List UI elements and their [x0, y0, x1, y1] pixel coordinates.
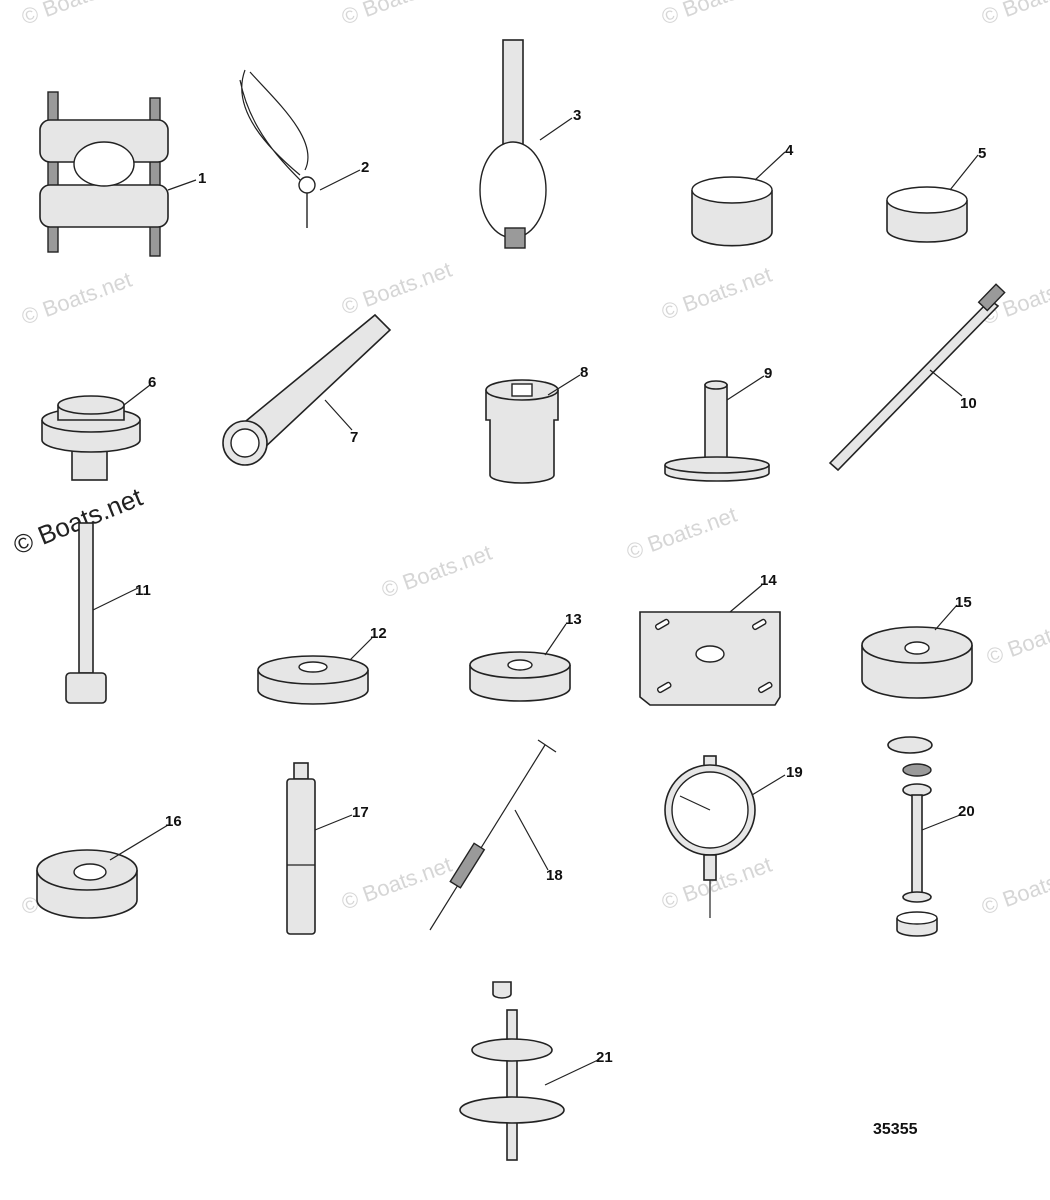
callout-6: 6: [148, 374, 156, 391]
part-12-driver-disc: 12: [257, 625, 387, 705]
part-1-bearing-separator: 1: [39, 91, 206, 257]
callout-14: 14: [760, 572, 777, 589]
part-13-driver-disc: 13: [469, 611, 582, 702]
part-16-driver-disc: 16: [36, 813, 182, 919]
part-20-puller-kit: 20: [887, 736, 975, 937]
part-3-hose-clamp-tool: 3: [479, 39, 581, 249]
part-8-socket: 8: [485, 364, 588, 484]
callout-3: 3: [573, 107, 581, 124]
watermark: © Boats.net: [658, 262, 775, 325]
part-7-spanner-wrench: 7: [222, 313, 392, 466]
figure-number: 35355: [873, 1121, 918, 1138]
callout-21: 21: [596, 1049, 613, 1066]
watermark: © Boats.net: [983, 607, 1050, 670]
watermark-large: © Boats.net: [9, 481, 147, 560]
part-11-driver-rod: 11: [65, 522, 151, 704]
watermark: © Boats.net: [623, 502, 740, 565]
callout-16: 16: [165, 813, 182, 830]
watermark: © Boats.net: [338, 257, 455, 320]
callout-9: 9: [764, 365, 772, 382]
callout-18: 18: [546, 867, 563, 884]
part-14-plate: 14: [639, 572, 781, 706]
callout-2: 2: [361, 159, 369, 176]
callout-10: 10: [960, 395, 977, 412]
part-5-ring: 5: [886, 145, 986, 243]
callout-17: 17: [352, 804, 369, 821]
callout-8: 8: [580, 364, 588, 381]
part-15-driver-block: 15: [861, 594, 973, 699]
watermark: © Boats.net: [18, 0, 135, 30]
callout-1: 1: [198, 170, 206, 187]
part-18-probe: 18: [429, 739, 563, 931]
part-6-driver: 6: [41, 374, 156, 481]
watermark: © Boats.net: [378, 540, 495, 603]
callout-11: 11: [135, 582, 151, 599]
callout-19: 19: [786, 764, 803, 781]
part-10-rod: 10: [828, 283, 1006, 472]
part-2-puller-rope: 2: [239, 69, 369, 228]
callout-13: 13: [565, 611, 582, 628]
part-9-plate-driver: 9: [664, 365, 772, 482]
watermark: © Boats.net: [658, 0, 775, 30]
callout-20: 20: [958, 803, 975, 820]
watermark: © Boats.net: [18, 267, 135, 330]
watermark: © Boats.net: [978, 0, 1050, 30]
callout-4: 4: [785, 142, 794, 159]
part-17-mandrel: 17: [286, 762, 369, 935]
part-4-ring: 4: [691, 142, 794, 247]
watermark: © Boats.net: [338, 0, 455, 30]
callout-15: 15: [955, 594, 972, 611]
callout-5: 5: [978, 145, 986, 162]
callout-7: 7: [350, 429, 358, 446]
watermark: © Boats.net: [978, 857, 1050, 920]
part-19-dial-indicator: 19: [664, 755, 803, 918]
watermark: © Boats.net: [338, 852, 455, 915]
callout-12: 12: [370, 625, 387, 642]
part-21-puller-assembly: 21: [459, 981, 613, 1161]
